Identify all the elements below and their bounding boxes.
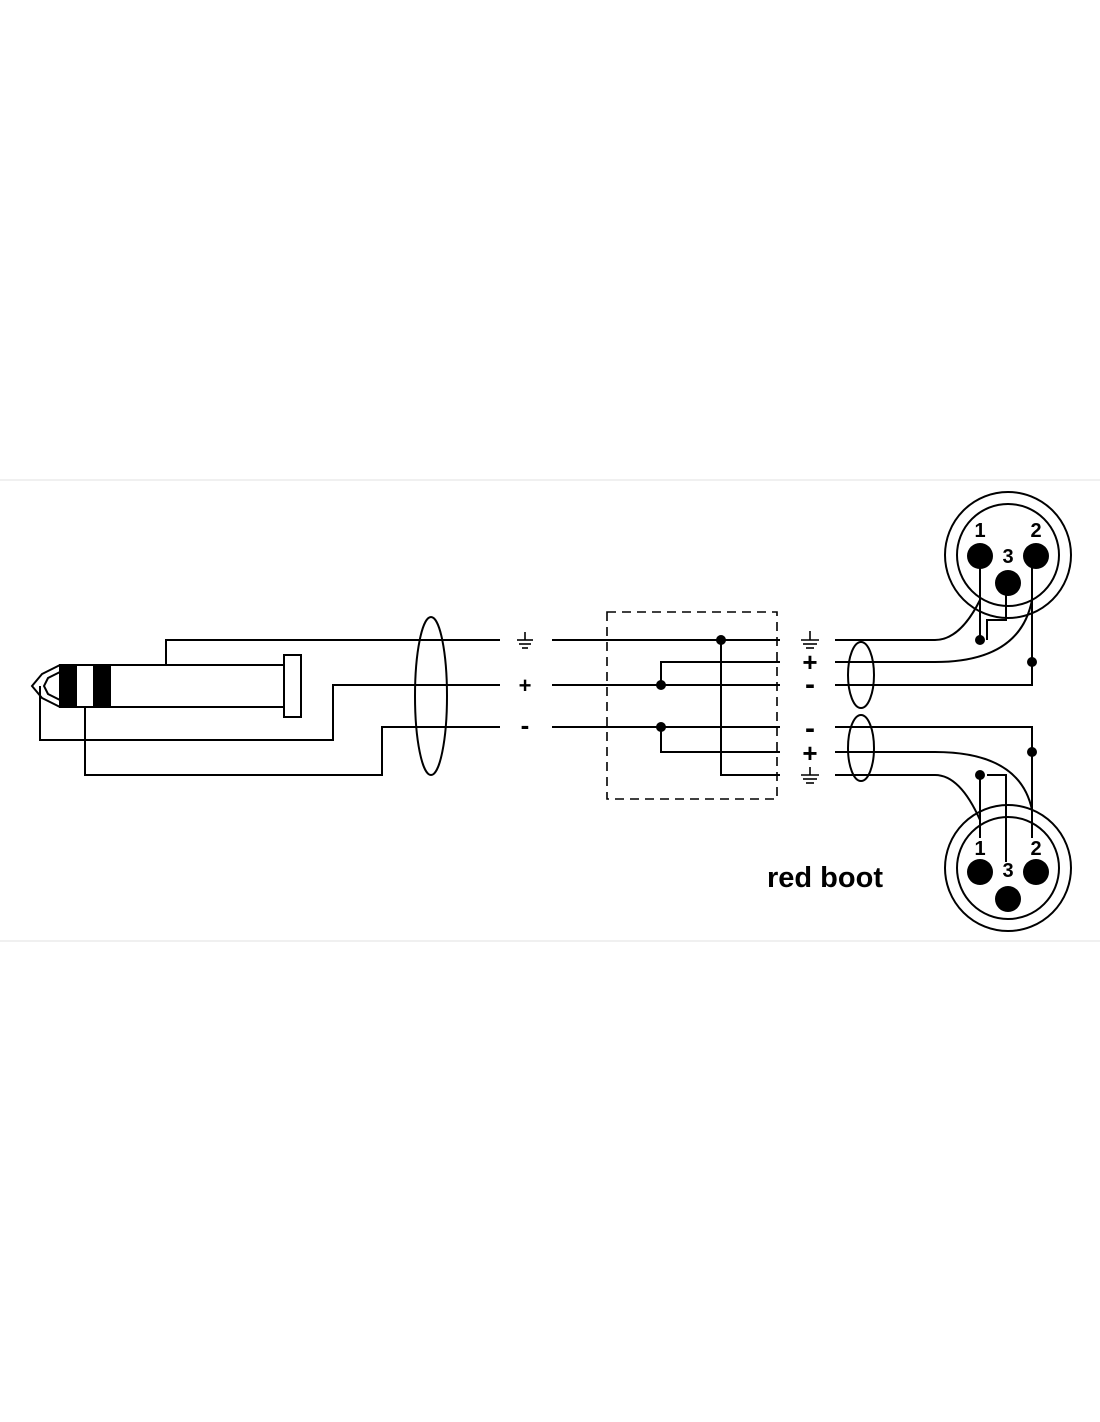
minus-split-to-lower-plus	[660, 727, 780, 753]
upper-xlr-pin3-label: 3	[1002, 546, 1013, 568]
upper-xlr-pin2	[1023, 543, 1049, 569]
upper-junction-dot-ground	[975, 635, 985, 645]
jack-tip-outline	[30, 664, 61, 708]
upper-plus-label: +	[802, 647, 817, 677]
left-plus-label: +	[519, 673, 532, 698]
junction-dot-plus	[656, 680, 666, 690]
junction-dot-minus	[656, 722, 666, 732]
ground-icon	[801, 631, 819, 649]
lower-pin3-lead	[987, 774, 1007, 870]
lower-xlr-pin3	[995, 886, 1021, 912]
plus-wire-left	[39, 684, 500, 741]
ground-wire-left	[165, 639, 500, 665]
lower-pin3-label-bg	[999, 862, 1017, 880]
lower-junction-dot-ground	[975, 770, 985, 780]
left-signal-labels: + -	[517, 632, 533, 740]
ground-split	[720, 640, 780, 776]
upper-xlr-pin3	[995, 570, 1021, 596]
lower-xlr-pin2-label: 2	[1030, 838, 1041, 860]
lower-plus-curve	[934, 751, 1033, 811]
junction-dot-ground	[716, 635, 726, 645]
plus-split-upper	[660, 661, 780, 685]
panel-frame	[0, 479, 1100, 942]
lower-signal-labels: - +	[801, 712, 819, 784]
upper-xlr-wiring	[835, 560, 1037, 709]
upper-xlr-connector: 1 2 3	[944, 491, 1072, 619]
lower-minus-label: -	[805, 712, 815, 745]
upper-xlr-pin2-label: 2	[1030, 520, 1041, 542]
red-boot-caption: red boot	[767, 862, 883, 894]
splitter-box	[552, 611, 780, 800]
upper-signal-labels: + -	[801, 631, 819, 701]
upper-junction-dot-plus	[1027, 657, 1037, 667]
ground-icon	[517, 632, 533, 649]
upper-ground-curve	[934, 599, 981, 641]
jack-ring-band-2	[93, 665, 110, 707]
minus-wire-left	[84, 707, 500, 776]
upper-xlr-pin1-label: 1	[974, 520, 985, 542]
upper-pin3-lead	[986, 585, 1007, 640]
upper-minus-label: -	[805, 668, 815, 701]
upper-plus-curve	[934, 599, 1033, 663]
lower-junction-dot-plus	[1027, 747, 1037, 757]
upper-xlr-outer-ring	[944, 491, 1072, 619]
lower-xlr-outer-ring	[944, 804, 1072, 932]
jack-wiring	[39, 616, 500, 776]
splitter-dashed-outline	[606, 611, 778, 800]
upper-xlr-inner-ring	[956, 503, 1060, 607]
cable-shield-oval-upper	[847, 641, 875, 709]
jack-tip-inner	[42, 671, 61, 701]
lower-pin2-label-bg	[1026, 838, 1046, 858]
lower-xlr-pin1-label: 1	[974, 838, 985, 860]
ground-icon	[801, 767, 819, 784]
lower-xlr-pin1	[967, 859, 993, 885]
lower-plus-label: +	[802, 738, 817, 768]
jack-ring-band-1	[60, 665, 77, 707]
lower-xlr-connector: 1 2 3	[944, 804, 1072, 932]
cable-shield-oval-left	[414, 616, 448, 776]
lower-pin1-label-bg	[970, 838, 990, 858]
left-minus-label: -	[521, 710, 530, 740]
cable-shield-oval-lower	[847, 714, 875, 782]
jack-collar	[283, 654, 302, 718]
lower-xlr-pin2	[1023, 859, 1049, 885]
lower-minus-path	[935, 726, 1033, 810]
lower-xlr-wiring	[835, 714, 1037, 870]
lower-xlr-inner-ring	[956, 816, 1060, 920]
lower-xlr-pin3-label: 3	[1002, 860, 1013, 882]
upper-xlr-pin1	[967, 543, 993, 569]
lower-ground-curve	[934, 774, 981, 821]
